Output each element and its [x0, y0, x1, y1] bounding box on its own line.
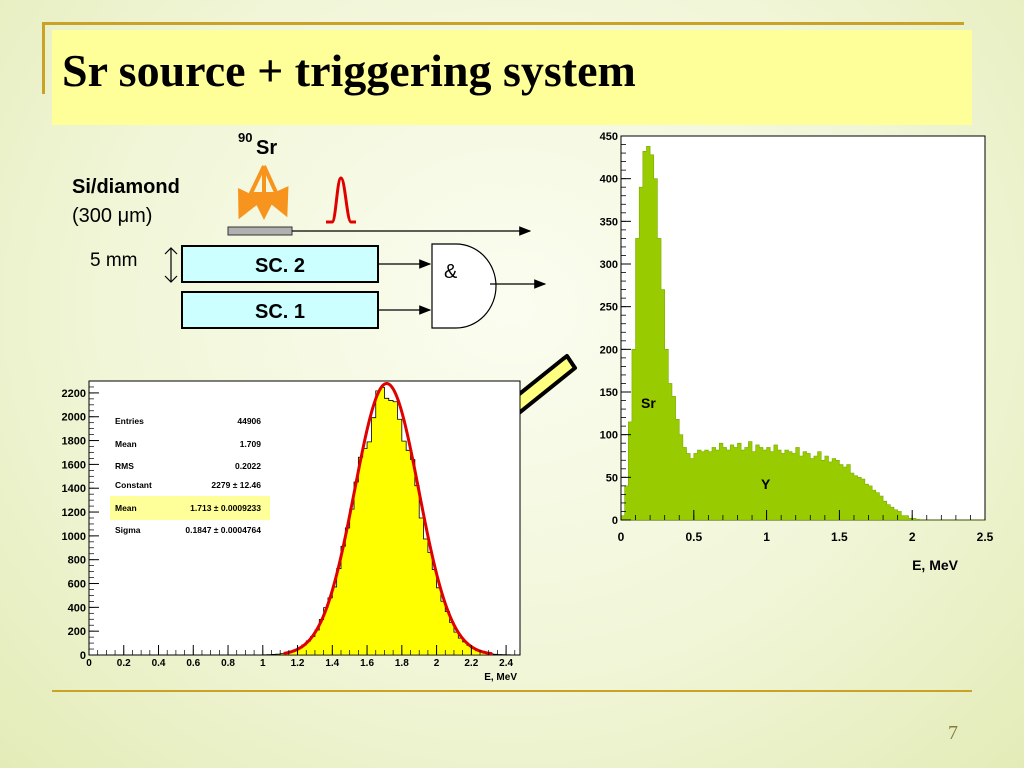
y-tick-label: 400 [600, 174, 618, 186]
stats-sigma-value: 0.1847 ± 0.0004764 [185, 525, 261, 535]
y-tick-label: 200 [68, 626, 86, 638]
frame-left-line [42, 22, 45, 94]
stats-fit-mean-label: Mean [115, 503, 137, 513]
emission-arrow-left [237, 165, 266, 220]
chart-right-histogram [620, 145, 985, 521]
x-tick-label: 1.2 [291, 658, 305, 669]
x-tick-label: 0.6 [186, 658, 200, 669]
detector-sample [227, 226, 293, 236]
emission-arrow-right [262, 165, 289, 218]
page-number: 7 [948, 722, 958, 744]
x-tick-label: 2 [909, 530, 916, 544]
slide-title: Sr source + triggering system [62, 45, 636, 96]
stats-constant-label: Constant [115, 480, 152, 490]
x-tick-label: 2.4 [499, 658, 513, 669]
y-tick-label: 2200 [62, 388, 86, 400]
x-tick-label: 0 [86, 658, 92, 669]
stats-fit-mean-value: 1.713 ± 0.0009233 [190, 503, 261, 513]
y-tick-label: 250 [600, 302, 618, 314]
source-superscript: 90 [238, 130, 252, 145]
stats-rms-value: 0.2022 [235, 461, 261, 471]
and-gate [431, 243, 497, 329]
y-tick-label: 1800 [62, 436, 86, 448]
title-box [52, 30, 972, 125]
y-tick-label: 600 [68, 579, 86, 591]
y-tick-label: 450 [600, 131, 618, 143]
y-tick-label: 1600 [62, 459, 86, 471]
y-tick-label: 100 [600, 430, 618, 442]
x-tick-label: 0.8 [221, 658, 235, 669]
y-tick-label: 1000 [62, 531, 86, 543]
chart-right-axes: 0 50 100 150 200 250 300 350 400 450 0 0.5 1 1.5 2 2.5 [600, 131, 994, 544]
x-tick-label: 1.4 [325, 658, 339, 669]
y-tick-label: 0 [612, 515, 618, 527]
chart-right-annotation-sr: Sr [641, 395, 656, 411]
chart-left-axes: 0 200 400 600 800 1000 1200 1400 1600 1800 2000 220… [62, 380, 516, 669]
y-tick-label: 800 [68, 555, 86, 567]
y-tick-label: 350 [600, 216, 618, 228]
detector-label: Si/diamond [72, 176, 180, 198]
scintillator-1-label: SC. 1 [255, 301, 305, 323]
stats-rms-label: RMS [115, 461, 134, 471]
y-tick-label: 1400 [62, 483, 86, 495]
stats-highlight [110, 496, 270, 520]
y-tick-label: 150 [600, 387, 618, 399]
x-tick-label: 0.4 [152, 658, 166, 669]
chart-left-stats-box: Entries 44906 Mean 1.709 RMS 0.2022 Cons… [110, 416, 270, 535]
y-tick-label: 200 [600, 344, 618, 356]
chart-right-annotation-y: Y [761, 476, 771, 492]
stats-constant-value: 2279 ± 12.46 [211, 480, 261, 490]
stats-entries-label: Entries [115, 416, 144, 426]
y-tick-label: 50 [606, 472, 618, 484]
source-label: Sr [256, 137, 277, 159]
frame-top-line [42, 22, 964, 25]
y-tick-label: 0 [80, 650, 86, 662]
chart-left-xlabel: E, MeV [484, 672, 517, 683]
stats-entries-value: 44906 [237, 416, 261, 426]
chart-left: 0 200 400 600 800 1000 1200 1400 1600 1800 2000 220… [62, 380, 521, 683]
trigger-diagram: 90 Sr Si/diamond (300 μm) 5 mm SC. 2 SC.… [72, 130, 547, 329]
x-tick-label: 2 [434, 658, 440, 669]
x-tick-label: 0 [618, 530, 625, 544]
stats-mean-value: 1.709 [240, 439, 262, 449]
y-tick-label: 1200 [62, 507, 86, 519]
x-tick-label: 2.2 [464, 658, 478, 669]
and-gate-label: & [444, 261, 458, 283]
stats-mean-label: Mean [115, 439, 137, 449]
detector-thickness: (300 μm) [72, 205, 152, 227]
x-tick-label: 1 [763, 530, 770, 544]
chart-left-fit-curve [283, 382, 493, 656]
x-tick-label: 0.2 [117, 658, 131, 669]
x-tick-label: 1.5 [831, 530, 848, 544]
y-tick-label: 400 [68, 602, 86, 614]
emission-arrows [237, 165, 289, 220]
gap-arrow [164, 247, 178, 283]
x-tick-label: 1.6 [360, 658, 374, 669]
x-tick-label: 2.5 [977, 530, 994, 544]
y-tick-label: 300 [600, 259, 618, 271]
signal-pulse [326, 176, 356, 224]
stats-sigma-label: Sigma [115, 525, 141, 535]
x-tick-label: 0.5 [685, 530, 702, 544]
x-tick-label: 1.8 [395, 658, 409, 669]
chart-right-xlabel: E, MeV [912, 557, 959, 573]
footer-line [52, 690, 972, 692]
scintillator-2-label: SC. 2 [255, 255, 305, 277]
x-tick-label: 1 [260, 658, 266, 669]
y-tick-label: 2000 [62, 412, 86, 424]
gap-label: 5 mm [90, 250, 138, 271]
